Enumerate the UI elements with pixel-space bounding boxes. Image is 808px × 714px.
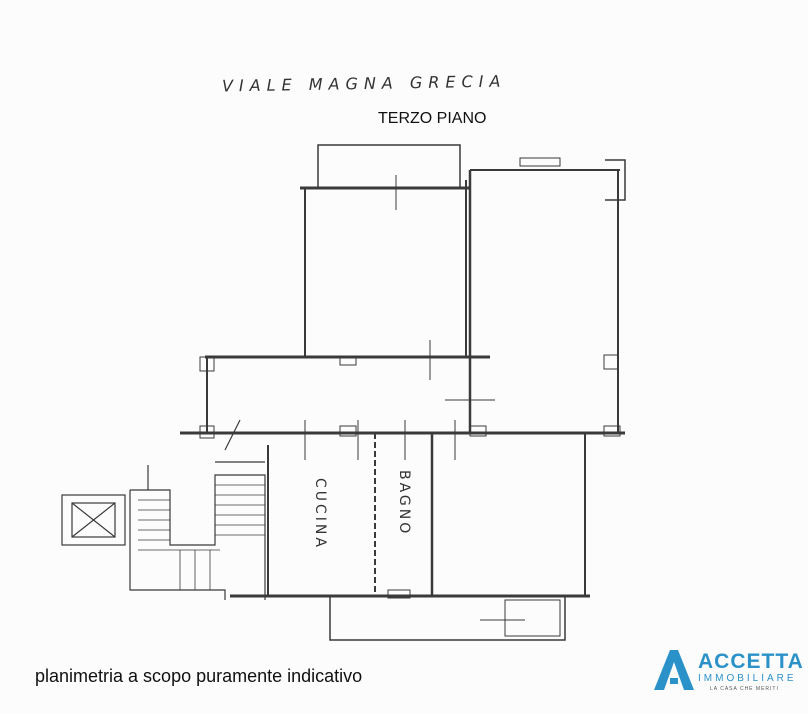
disclaimer-text: planimetria a scopo puramente indicativo	[35, 666, 363, 686]
accetta-logo: ACCETTA IMMOBILIARE LA CASA CHE MERITI	[650, 648, 803, 694]
logo-tagline: LA CASA CHE MERITI	[710, 686, 779, 692]
logo-subtitle: IMMOBILIARE	[698, 673, 797, 684]
room-label-cucina: CUCINA	[312, 478, 328, 550]
elevator	[61, 494, 126, 546]
logo-a-icon	[654, 650, 694, 690]
stairs	[129, 419, 266, 600]
walls	[180, 144, 626, 641]
room-label-bagno: BAGNO	[396, 470, 412, 537]
floor-label: TERZO PIANO	[378, 110, 487, 127]
logo-name: ACCETTA	[698, 650, 804, 673]
